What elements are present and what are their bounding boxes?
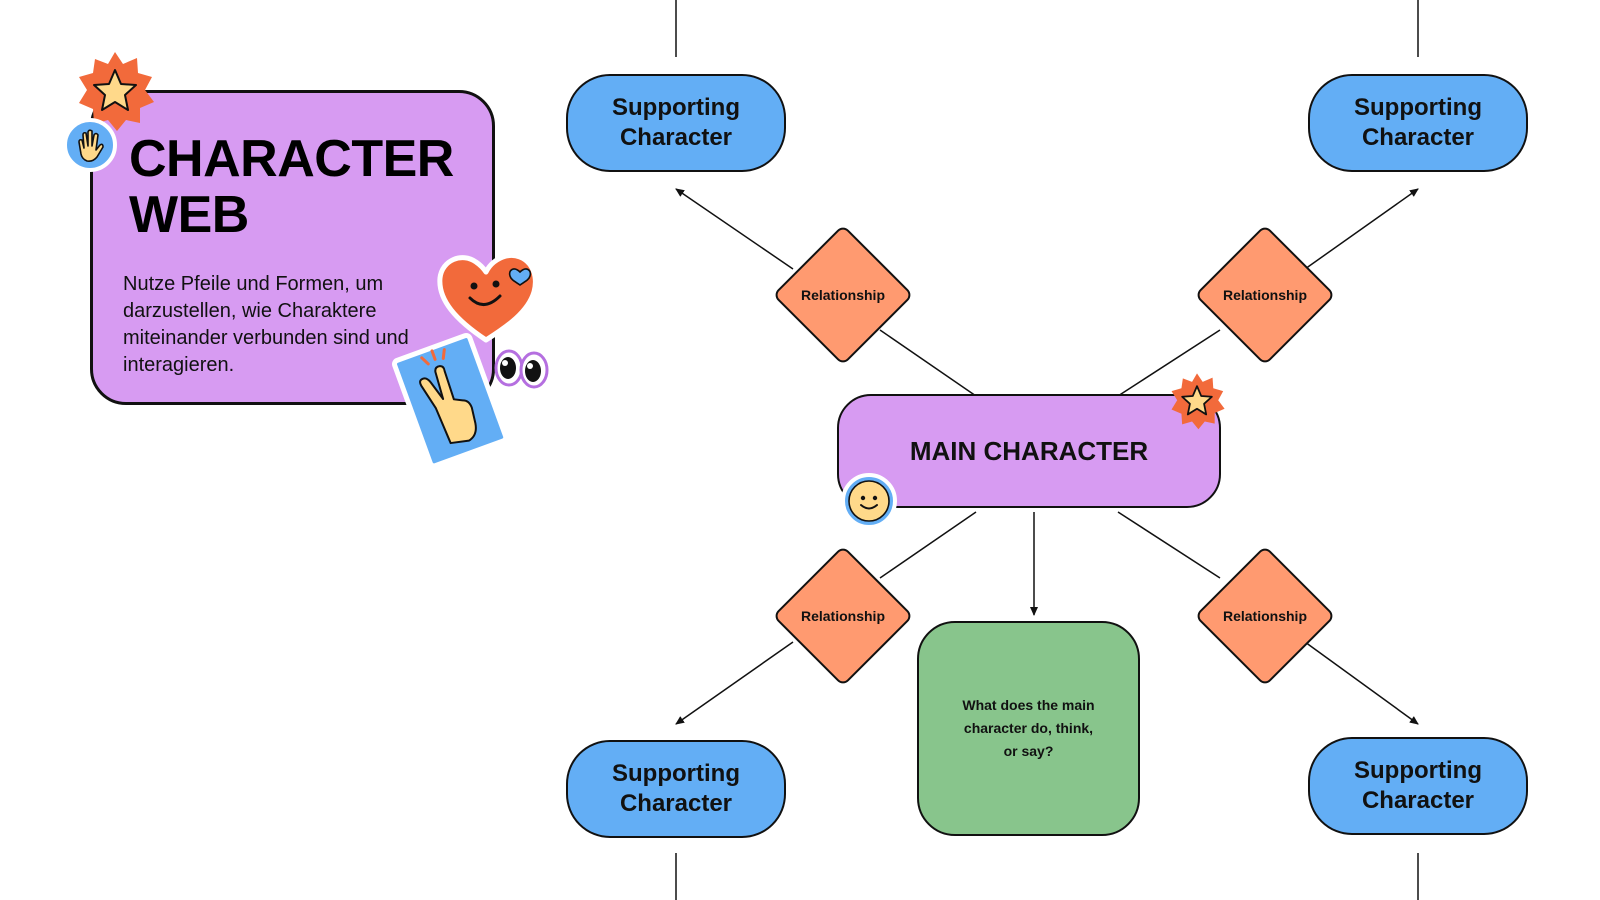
main-character-node[interactable]: MAIN CHARACTER — [837, 394, 1221, 508]
peace-hand-card-icon — [392, 333, 509, 469]
question-line-3: or say? — [1003, 743, 1054, 759]
main-to-rel-bottom-right-line — [1117, 511, 1221, 579]
title-line-2: WEB — [129, 186, 249, 244]
supporting-character-label-line2: Character — [1361, 787, 1475, 814]
relationship-label: Relationship — [800, 287, 885, 303]
rel-bottom-right-to-supporting-arrow — [1304, 641, 1419, 725]
supporting-character-label-line2: Character — [619, 124, 733, 151]
rel-top-left-to-supporting-arrow — [675, 188, 794, 270]
smiling-heart-icon — [437, 252, 538, 343]
supporting-character-label-line1: Supporting — [612, 760, 740, 787]
smiley-face-icon — [841, 473, 897, 529]
supporting-character-label-line1: Supporting — [612, 94, 740, 121]
main-to-rel-top-left-line — [879, 329, 977, 397]
question-line-2: character do, think, — [963, 720, 1094, 736]
title-description: Nutze Pfeile und Formen, um darzustellen… — [123, 273, 409, 376]
rel-top-right-to-supporting-arrow — [1304, 188, 1419, 270]
relationship-label: Relationship — [1222, 287, 1307, 303]
title-card: CHARACTER WEB Nutze Pfeile und Formen, u… — [90, 90, 495, 405]
supporting-character-top-right[interactable]: Supporting Character — [1308, 74, 1528, 172]
supporting-character-label-line2: Character — [1361, 124, 1475, 151]
main-character-label: MAIN CHARACTER — [909, 435, 1149, 466]
rel-bottom-left-to-supporting-arrow — [675, 641, 794, 725]
relationship-label: Relationship — [800, 608, 885, 624]
main-to-rel-bottom-left-line — [879, 511, 977, 579]
supporting-character-label-line1: Supporting — [1354, 94, 1482, 121]
googly-eyes-icon — [494, 349, 549, 389]
supporting-character-label-line2: Character — [619, 790, 733, 817]
supporting-character-label-line1: Supporting — [1354, 757, 1482, 784]
waving-hand-icon — [63, 118, 117, 172]
star-badge-icon — [79, 52, 154, 131]
main-character-action-box[interactable]: What does the main character do, think, … — [917, 621, 1140, 836]
title-line-1: CHARACTER — [129, 130, 454, 188]
question-line-1: What does the main — [962, 697, 1095, 713]
star-badge-icon — [1171, 373, 1225, 430]
supporting-character-bottom-left[interactable]: Supporting Character — [566, 740, 786, 838]
relationship-label: Relationship — [1222, 608, 1307, 624]
supporting-character-bottom-right[interactable]: Supporting Character — [1308, 737, 1528, 835]
supporting-character-top-left[interactable]: Supporting Character — [566, 74, 786, 172]
page-title: CHARACTER WEB — [129, 131, 454, 243]
main-to-rel-top-right-line — [1117, 329, 1221, 397]
